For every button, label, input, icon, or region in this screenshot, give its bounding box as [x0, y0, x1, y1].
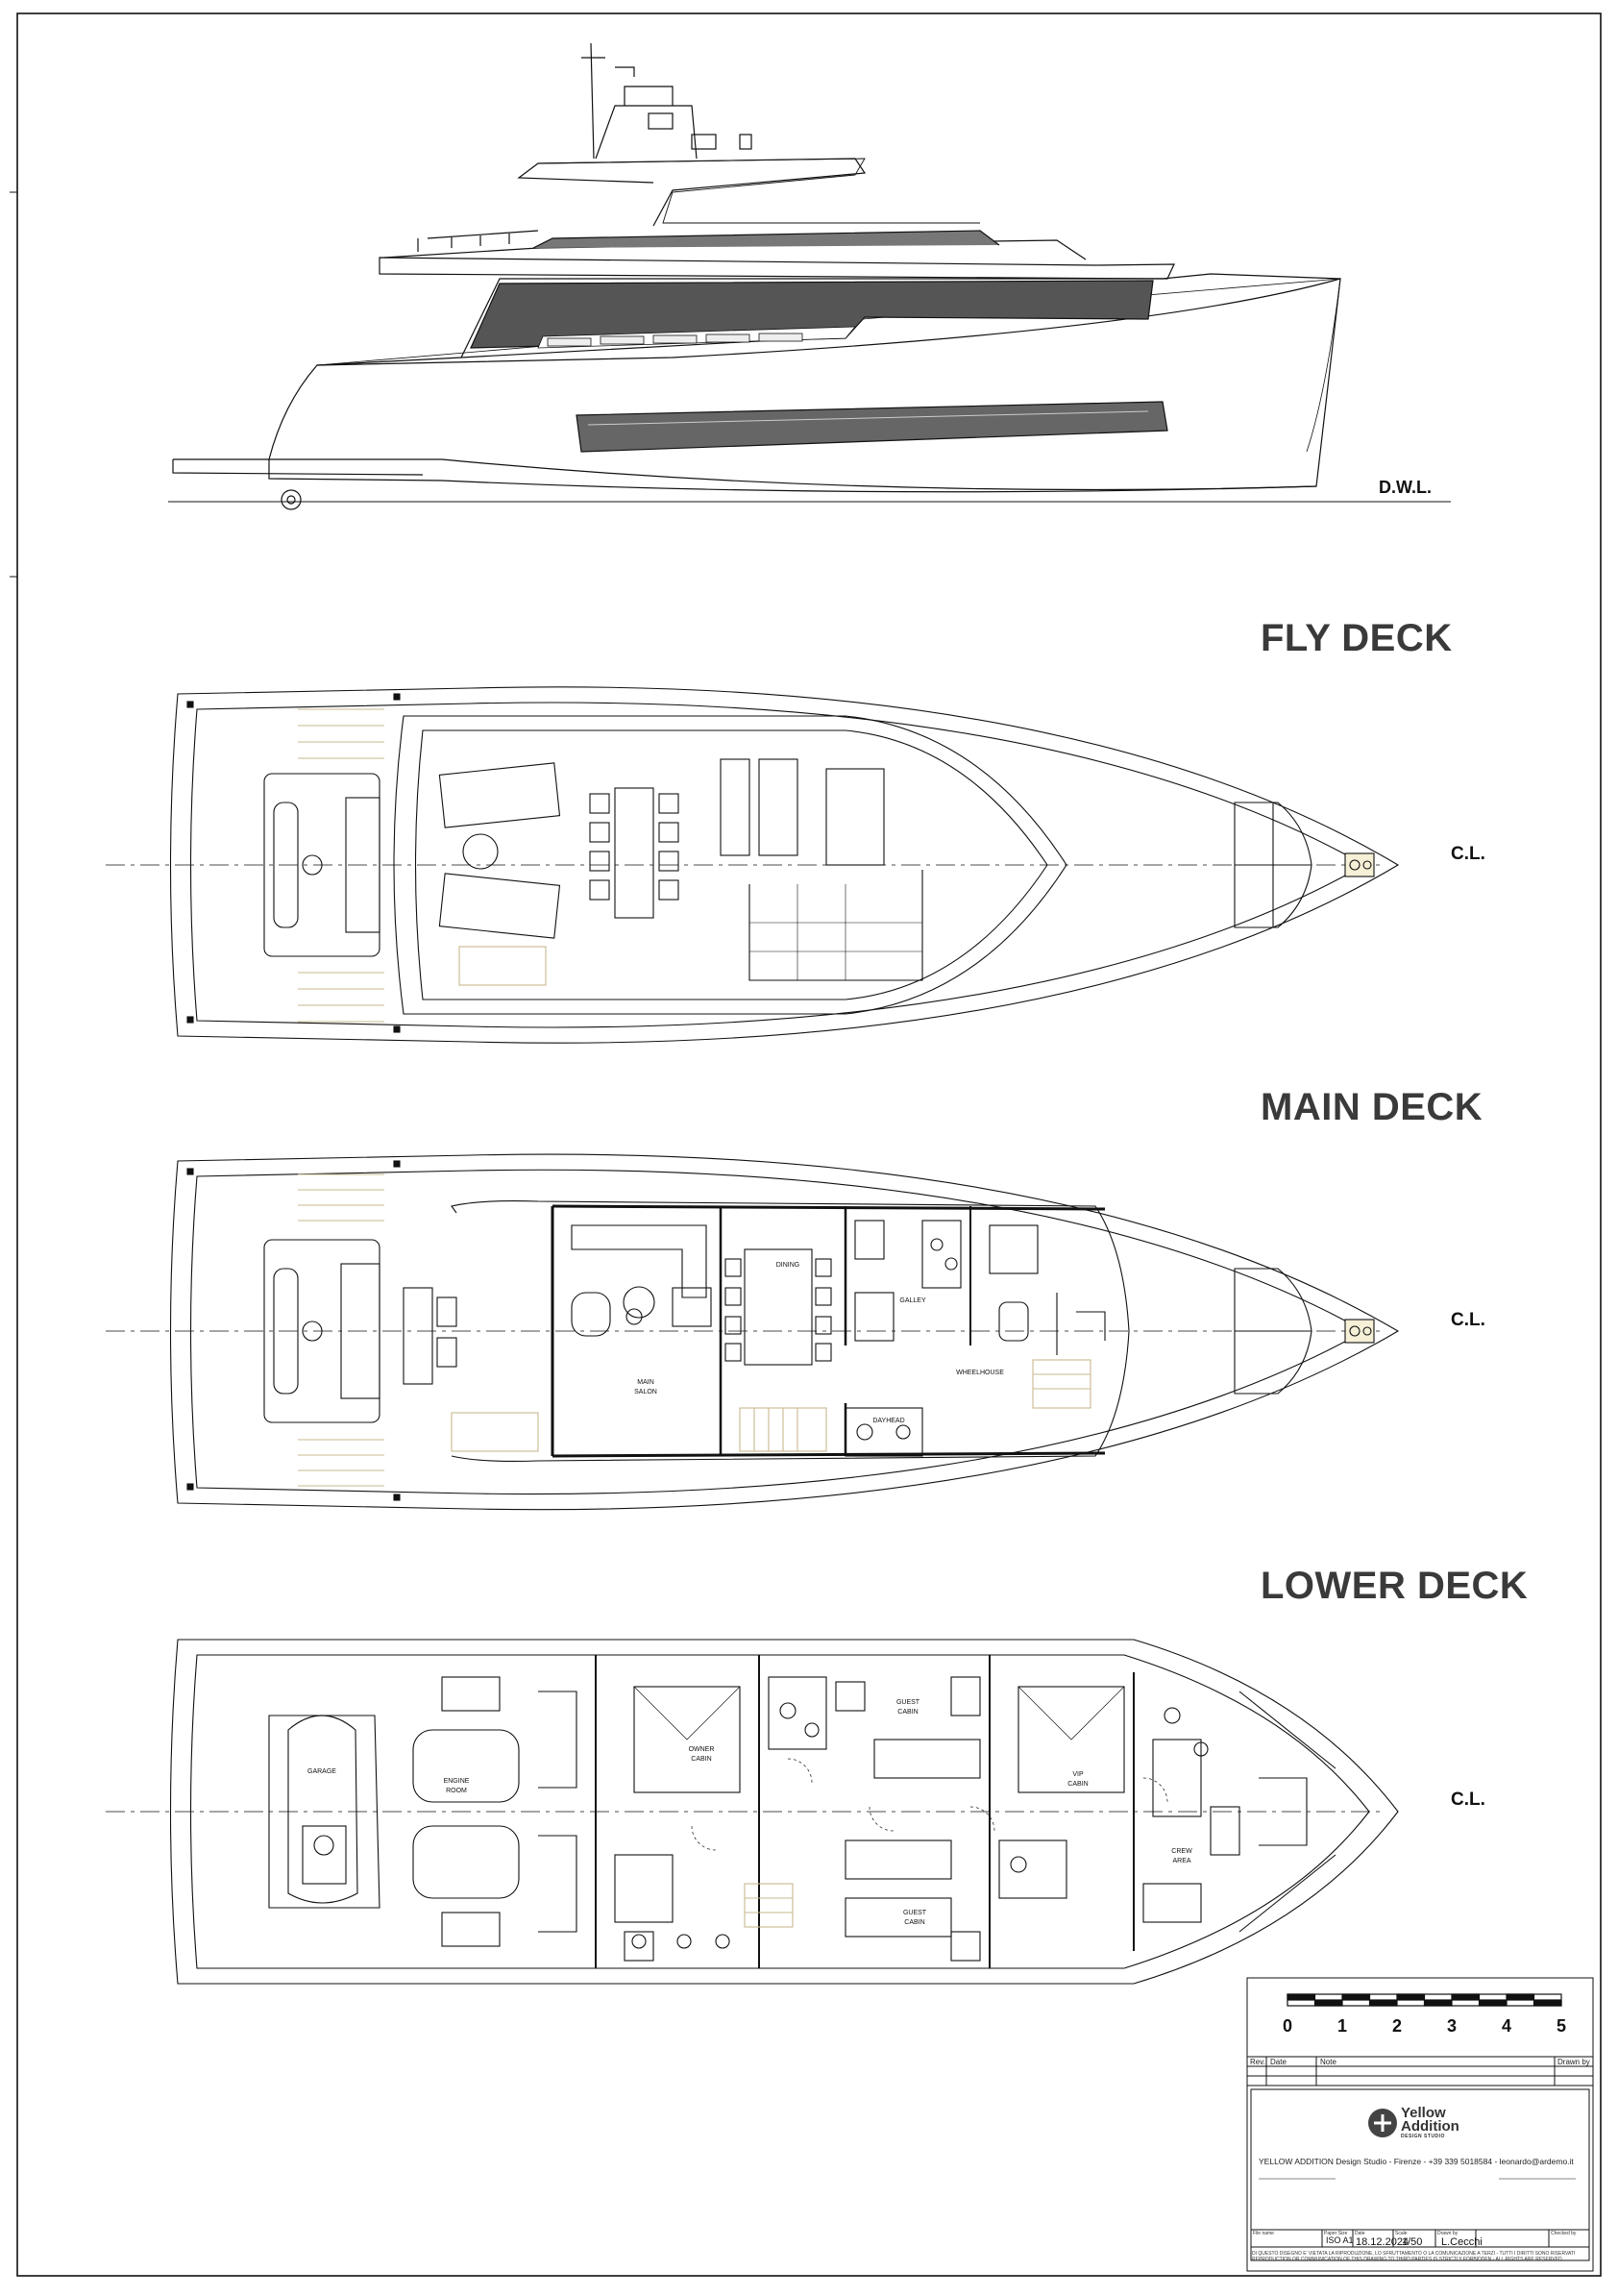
- date-header: Date: [1270, 2058, 1287, 2066]
- lower-deck-room-labels: GARAGE ENGINE ROOM OWNER CABIN GUEST CAB…: [307, 1699, 1192, 1926]
- main-deck-plan: [106, 1153, 1400, 1511]
- room-label-main-salon-2: SALON: [634, 1389, 657, 1395]
- lower-deck-plan: [106, 1639, 1399, 1985]
- drawn-by-header: Drawn by: [1557, 2058, 1590, 2066]
- room-label-crew-1: CREW: [1171, 1848, 1192, 1855]
- date-label: Date: [1355, 2231, 1365, 2236]
- room-label-dayhead: DAYHEAD: [872, 1418, 904, 1424]
- date-value: 18.12.2024: [1356, 2236, 1410, 2248]
- lower-deck-title: LOWER DECK: [1261, 1565, 1529, 1607]
- scale-bar: [1287, 1993, 1562, 2007]
- room-label-vip-1: VIP: [1072, 1771, 1084, 1778]
- room-label-guest-top-1: GUEST: [896, 1699, 920, 1706]
- scale-value: 1/50: [1402, 2236, 1423, 2248]
- room-label-garage: GARAGE: [307, 1768, 336, 1775]
- scale-label: Scale: [1395, 2231, 1408, 2236]
- main-deck-room-labels: DINING GALLEY WHEELHOUSE MAIN SALON DAYH…: [634, 1262, 1004, 1424]
- room-label-dining: DINING: [776, 1262, 800, 1269]
- studio-logo-text: Yellow Addition DESIGN STUDIO: [1401, 2105, 1459, 2139]
- centerline-label-main: C.L.: [1451, 1310, 1485, 1330]
- room-label-wheelhouse: WHEELHOUSE: [956, 1370, 1004, 1376]
- room-label-main-salon-1: MAIN: [637, 1379, 654, 1386]
- scale-tick-3: 3: [1447, 2016, 1458, 2036]
- note-header: Note: [1320, 2058, 1336, 2066]
- room-label-guest-bottom-1: GUEST: [903, 1910, 927, 1916]
- side-profile: [168, 42, 1451, 510]
- room-label-engine-2: ROOM: [446, 1788, 467, 1794]
- room-label-guest-top-2: CABIN: [897, 1709, 918, 1716]
- room-label-galley: GALLEY: [899, 1297, 926, 1304]
- paper-size-label: Paper Size: [1324, 2231, 1348, 2236]
- scale-tick-4: 4: [1502, 2016, 1512, 2036]
- drawn-label: Drawn by: [1437, 2231, 1459, 2236]
- drawn-by-value: L.Cecchi: [1441, 2236, 1483, 2248]
- disclaimer-english: REPRODUCTION OR COMMUNICATION OF THIS DR…: [1252, 2257, 1562, 2262]
- checked-label: Checked by: [1551, 2231, 1577, 2236]
- main-deck-title: MAIN DECK: [1261, 1086, 1483, 1128]
- centerline-label-lower: C.L.: [1451, 1790, 1485, 1810]
- paper-size-value: ISO A1: [1326, 2235, 1354, 2245]
- room-label-vip-2: CABIN: [1067, 1781, 1088, 1788]
- fly-deck-plan: [106, 686, 1400, 1044]
- fly-deck-title: FLY DECK: [1261, 617, 1453, 659]
- scale-tick-5: 5: [1557, 2016, 1567, 2036]
- room-label-engine-1: ENGINE: [444, 1778, 470, 1785]
- disclaimer-italian: DI QUESTO DISEGNO E' VIETATA LA RIPRODUZ…: [1252, 2251, 1576, 2257]
- logo-sub: DESIGN STUDIO: [1401, 2134, 1445, 2139]
- centerline-label-fly: C.L.: [1451, 844, 1485, 864]
- scale-tick-1: 1: [1337, 2016, 1348, 2036]
- logo-line-1: Yellow: [1401, 2105, 1446, 2121]
- room-label-crew-2: AREA: [1172, 1858, 1190, 1864]
- scale-tick-0: 0: [1283, 2016, 1293, 2036]
- room-label-guest-bottom-2: CABIN: [904, 1919, 924, 1926]
- room-label-owner-2: CABIN: [691, 1756, 711, 1763]
- logo-line-2: Addition: [1401, 2118, 1459, 2135]
- room-label-owner-1: OWNER: [689, 1746, 715, 1753]
- file-name-label: File name: [1253, 2231, 1274, 2236]
- studio-logo-mark: [1368, 2109, 1397, 2137]
- rev-header: Rev.: [1250, 2058, 1265, 2066]
- dwl-label: D.W.L.: [1379, 478, 1432, 497]
- title-block-frame: [1246, 1977, 1594, 2272]
- scale-tick-2: 2: [1392, 2016, 1403, 2036]
- studio-contact-line: YELLOW ADDITION Design Studio - Firenze …: [1259, 2157, 1574, 2166]
